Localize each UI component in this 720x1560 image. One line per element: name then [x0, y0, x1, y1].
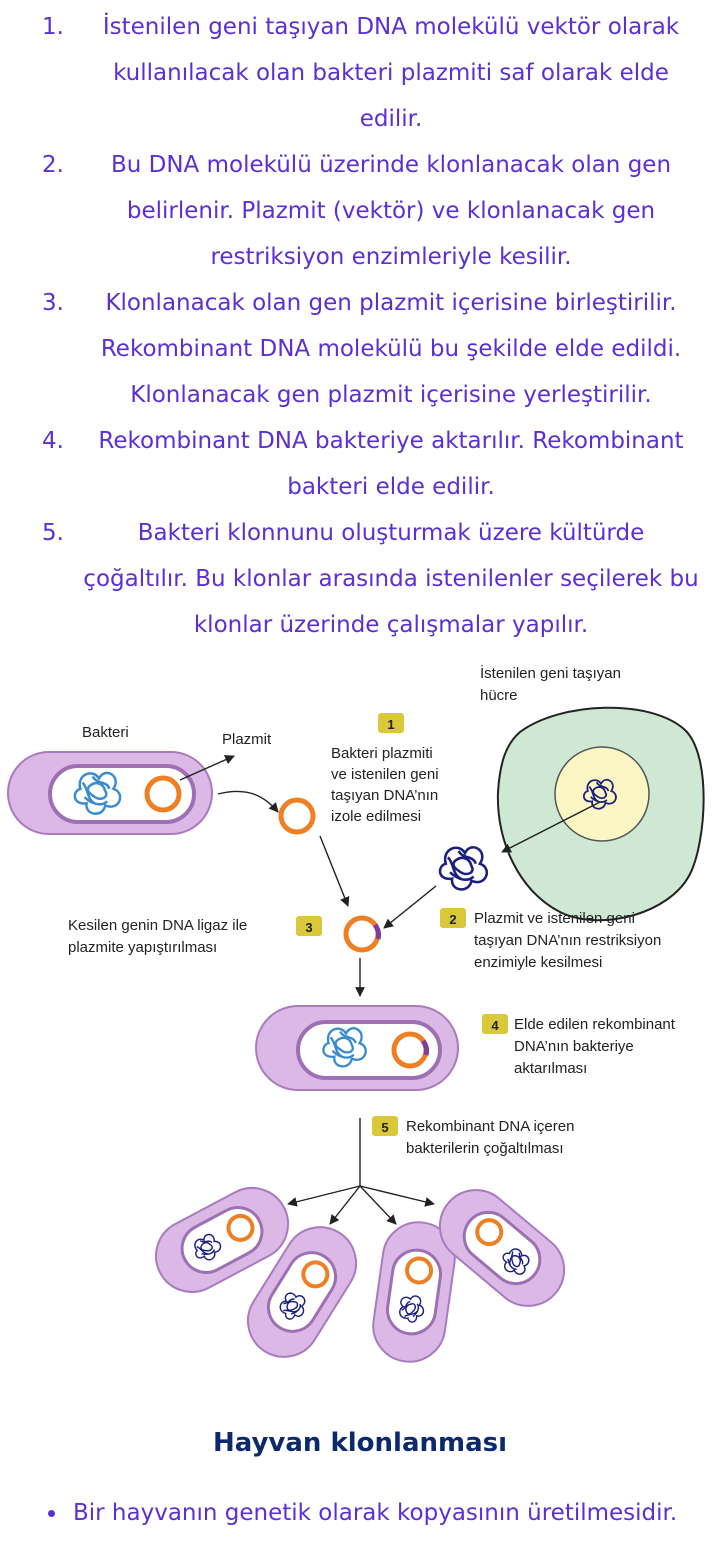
step-badge-5 — [372, 1116, 398, 1136]
step-badge-2 — [440, 908, 466, 928]
step-badge-3 — [296, 916, 322, 936]
step-line: bakteri elde edilir. — [287, 474, 495, 500]
svg-text:aktarılması: aktarılması — [514, 1060, 587, 1077]
svg-text:bakterilerin çoğaltılması: bakterilerin çoğaltılması — [406, 1140, 564, 1157]
bacterium-main — [7, 751, 213, 835]
step2-text: Plazmit ve istenilen geni — [474, 910, 635, 927]
svg-text:enzimiyle kesilmesi: enzimiyle kesilmesi — [474, 954, 602, 971]
step-item-1: 1. İstenilen geni taşıyan DNA molekülü v… — [0, 4, 720, 142]
svg-text:3: 3 — [305, 920, 312, 935]
plasmid-label: Plazmit — [222, 731, 272, 748]
plasmid-icon — [144, 775, 182, 813]
step-number: 3. — [42, 290, 64, 316]
step-line: klonlar üzerinde çalışmalar yapılır. — [193, 612, 589, 638]
cloning-diagram: Bakteri Plazmit 1 Bakteri plazmiti ve is… — [7, 664, 705, 1363]
step-item-4: 4. Rekombinant DNA bakteriye aktarılır. … — [0, 418, 720, 510]
recombinant-plasmid-icon — [343, 915, 381, 953]
donor-cell-label: İstenilen geni taşıyan — [480, 664, 621, 682]
clone-bacterium-4 — [438, 1189, 566, 1307]
donor-dna-fragment-icon — [438, 845, 489, 891]
svg-text:DNA’nın bakteriye: DNA’nın bakteriye — [514, 1038, 634, 1055]
recombinant-bacterium — [255, 1005, 459, 1091]
step-line: Klonlanacak gen plazmit içerisine yerleş… — [130, 382, 652, 408]
step-line: kullanılacak olan bakteri plazmiti saf o… — [113, 60, 669, 86]
step3-text: Kesilen genin DNA ligaz ile — [68, 917, 247, 934]
bullet-item: Bir hayvanın genetik olarak kopyasının ü… — [48, 1500, 677, 1526]
step-number: 5. — [42, 520, 64, 546]
svg-text:ve istenilen geni: ve istenilen geni — [331, 766, 439, 783]
svg-text:hücre: hücre — [480, 687, 518, 704]
svg-text:2: 2 — [449, 912, 456, 927]
clone-plasmid-icon — [475, 1218, 504, 1247]
step-line: Klonlanacak olan gen plazmit içerisine b… — [105, 290, 677, 316]
step4-text: Elde edilen rekombinant — [514, 1016, 676, 1033]
clone-plasmid-icon — [226, 1213, 255, 1242]
isolated-plasmid-icon — [278, 797, 316, 835]
step-number: 2. — [42, 152, 64, 178]
step-number: 1. — [42, 14, 64, 40]
clone-plasmid-icon — [405, 1256, 434, 1285]
bullet-dot-icon — [48, 1510, 55, 1517]
clone-bacterium-1 — [154, 1187, 290, 1293]
clone-plasmid-icon — [301, 1260, 330, 1289]
section-heading: Hayvan klonlanması — [212, 1428, 508, 1458]
step-line: Rekombinant DNA bakteriye aktarılır. Rek… — [98, 428, 684, 454]
step-badge-4 — [482, 1014, 508, 1034]
clone-bacterium-3 — [372, 1221, 456, 1363]
step-item-2: 2. Bu DNA molekülü üzerinde klonlanacak … — [0, 142, 720, 280]
step-line: restriksiyon enzimleriyle kesilir. — [210, 244, 572, 270]
bacteria-label: Bakteri — [82, 724, 129, 741]
step-number: 4. — [42, 428, 64, 454]
step-line: Bakteri klonnunu oluşturmak üzere kültür… — [137, 520, 645, 546]
step-list: 1. İstenilen geni taşıyan DNA molekülü v… — [0, 4, 720, 648]
svg-text:plazmite yapıştırılması: plazmite yapıştırılması — [68, 939, 217, 956]
step-line: Rekombinant DNA molekülü bu şekilde elde… — [100, 336, 682, 362]
svg-text:4: 4 — [491, 1018, 499, 1033]
bullet-text: Bir hayvanın genetik olarak kopyasının ü… — [73, 1500, 678, 1526]
step-line: İstenilen geni taşıyan DNA molekülü vekt… — [102, 14, 680, 40]
step-item-5: 5. Bakteri klonnunu oluşturmak üzere kül… — [0, 510, 720, 648]
step-item-3: 3. Klonlanacak olan gen plazmit içerisin… — [0, 280, 720, 418]
svg-text:1: 1 — [387, 717, 394, 732]
step-badge-1 — [378, 713, 404, 733]
svg-text:taşıyan DNA’nın restriksiyon: taşıyan DNA’nın restriksiyon — [474, 932, 661, 949]
svg-text:taşıyan DNA’nın: taşıyan DNA’nın — [331, 787, 438, 804]
donor-cell — [496, 706, 705, 922]
step5-text: Rekombinant DNA içeren — [406, 1118, 574, 1135]
step-line: Bu DNA molekülü üzerinde klonlanacak ola… — [110, 152, 672, 178]
step1-text: Bakteri plazmiti — [331, 745, 433, 762]
step-line: çoğaltılır. Bu klonlar arasında istenile… — [83, 566, 699, 592]
step-line: belirlenir. Plazmit (vektör) ve klonlana… — [126, 198, 656, 224]
cell-nucleus — [554, 746, 650, 842]
svg-text:izole edilmesi: izole edilmesi — [331, 808, 421, 825]
svg-text:5: 5 — [381, 1120, 388, 1135]
step-line: edilir. — [359, 106, 423, 132]
